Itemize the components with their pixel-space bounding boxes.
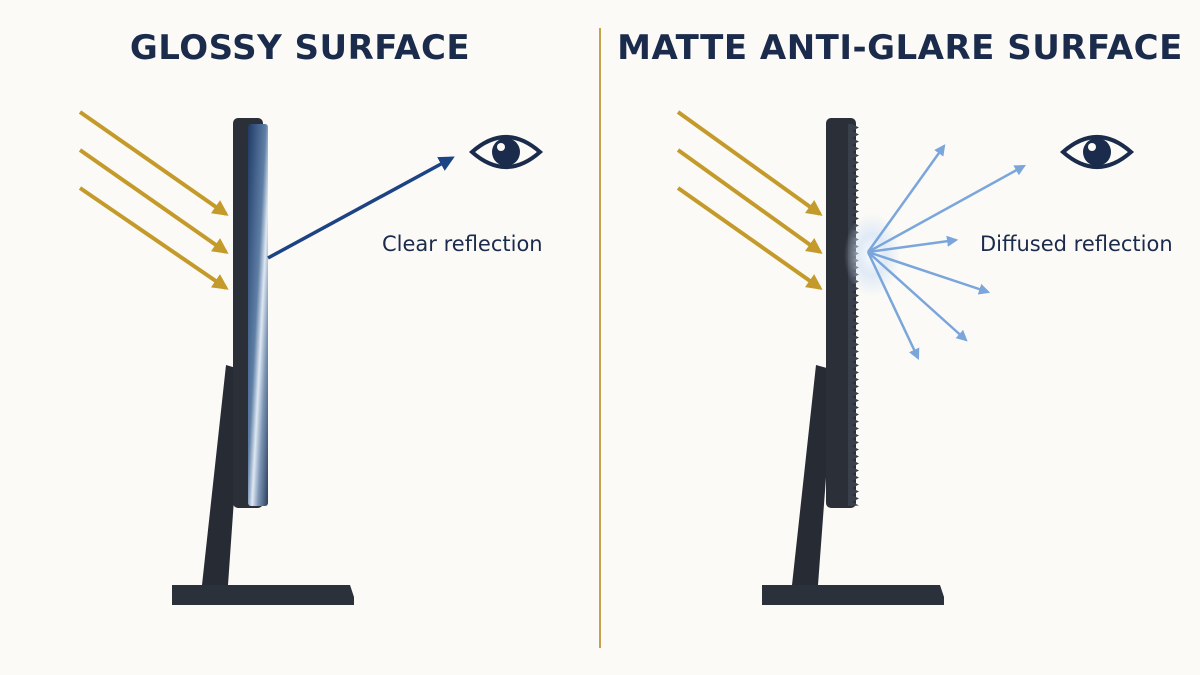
incoming-light-ray (676, 186, 823, 290)
matte-screen-texture (848, 124, 859, 506)
monitor-stand-base (762, 585, 944, 605)
diffused-ray (867, 251, 968, 342)
monitor-stand-base (172, 585, 354, 605)
monitor-stand-arm (202, 365, 243, 585)
incoming-light-ray (78, 148, 229, 254)
glossy-screen-surface (248, 124, 268, 506)
glossy-title: GLOSSY SURFACE (129, 28, 471, 68)
incoming-light-ray (78, 186, 229, 290)
matte-title: MATTE ANTI-GLARE SURFACE (617, 28, 1183, 68)
matte-incoming-light (676, 110, 823, 290)
monitor-stand-arm (792, 365, 834, 585)
eye-icon (468, 135, 544, 169)
glossy-incoming-light (78, 110, 229, 290)
clear-reflection-label: Clear reflection (382, 232, 543, 256)
matte-monitor (762, 118, 944, 605)
diffused-ray (867, 235, 959, 254)
glossy-monitor (172, 118, 354, 605)
diffused-ray (867, 164, 1026, 254)
diffused-ray (866, 251, 920, 361)
eye-icon (1059, 135, 1135, 169)
incoming-light-ray (676, 148, 823, 254)
diffused-ray (867, 250, 991, 295)
incoming-light-ray (676, 110, 823, 216)
diffused-reflection-rays (866, 144, 1026, 361)
diffused-reflection-label: Diffused reflection (980, 232, 1173, 256)
clear-reflection-ray (267, 156, 455, 260)
diffused-ray (866, 144, 946, 253)
incoming-light-ray (78, 110, 229, 216)
